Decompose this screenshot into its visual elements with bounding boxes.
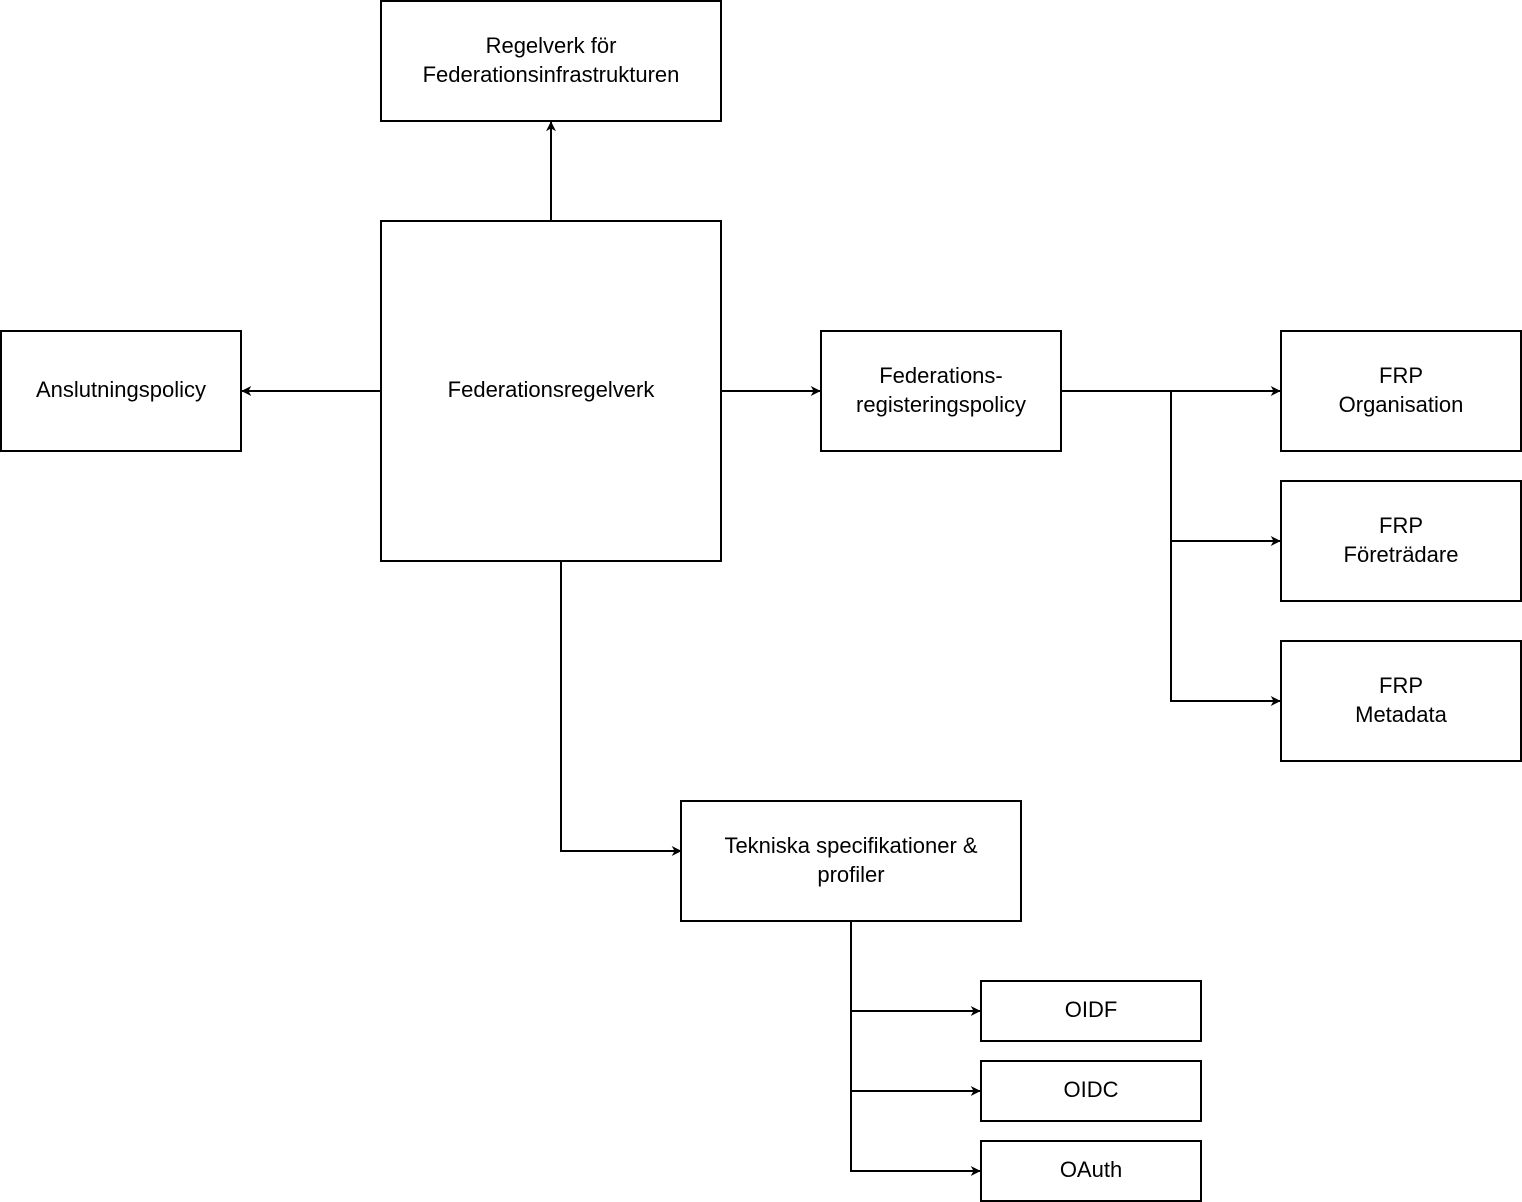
- node-frp-metadata: FRP Metadata: [1280, 640, 1522, 762]
- node-regelverk-infra-line-2: Federationsinfrastrukturen: [423, 62, 680, 87]
- node-oauth: OAuth: [980, 1140, 1202, 1202]
- edge-tekniska-to-oidf: [850, 921, 981, 1016]
- node-tekniska-line-2: profiler: [817, 862, 884, 887]
- node-frp-metadata-line-2: Metadata: [1355, 702, 1447, 727]
- node-federationsregelverk-label: Federationsregelverk: [448, 377, 656, 402]
- edge-registreringspolicy-to-frp-metadata: [1170, 541, 1281, 706]
- node-anslutningspolicy-label: Anslutningspolicy: [36, 377, 206, 402]
- node-oidf: OIDF: [980, 980, 1202, 1042]
- edge-registreringspolicy-to-frp-foretradare: [1170, 391, 1281, 546]
- edge-tekniska-to-oidc: [850, 1011, 981, 1096]
- node-regelverk-infra: Regelverk för Federationsinfrastrukturen: [380, 0, 722, 122]
- node-frp-foretradare-line-1: FRP: [1379, 513, 1423, 538]
- node-tekniska-line-1: Tekniska specifikationer &: [724, 833, 977, 858]
- node-regelverk-infra-line-1: Regelverk för: [486, 33, 617, 58]
- node-frp-organisation-line-1: FRP: [1379, 363, 1423, 388]
- node-frp-organisation-line-2: Organisation: [1339, 392, 1464, 417]
- node-frp-foretradare-line-2: Företrädare: [1344, 542, 1459, 567]
- edge-federationsregelverk-to-tekniska: [560, 561, 682, 856]
- edge-tekniska-to-oauth: [850, 1091, 981, 1176]
- node-oidc-label: OIDC: [1064, 1077, 1119, 1102]
- node-tekniska: Tekniska specifikationer & profiler: [680, 800, 1022, 922]
- node-frp-foretradare: FRP Företrädare: [1280, 480, 1522, 602]
- node-oauth-label: OAuth: [1060, 1157, 1122, 1182]
- edges: [241, 121, 1281, 1176]
- node-anslutningspolicy: Anslutningspolicy: [0, 330, 242, 452]
- node-registreringspolicy-line-2: registeringspolicy: [856, 392, 1026, 417]
- node-registreringspolicy-line-1: Federations-: [879, 363, 1003, 388]
- node-registreringspolicy: Federations- registeringspolicy: [820, 330, 1062, 452]
- node-oidc: OIDC: [980, 1060, 1202, 1122]
- node-frp-metadata-line-1: FRP: [1379, 673, 1423, 698]
- node-frp-organisation: FRP Organisation: [1280, 330, 1522, 452]
- node-oidf-label: OIDF: [1065, 997, 1118, 1022]
- node-federationsregelverk: Federationsregelverk: [380, 220, 722, 562]
